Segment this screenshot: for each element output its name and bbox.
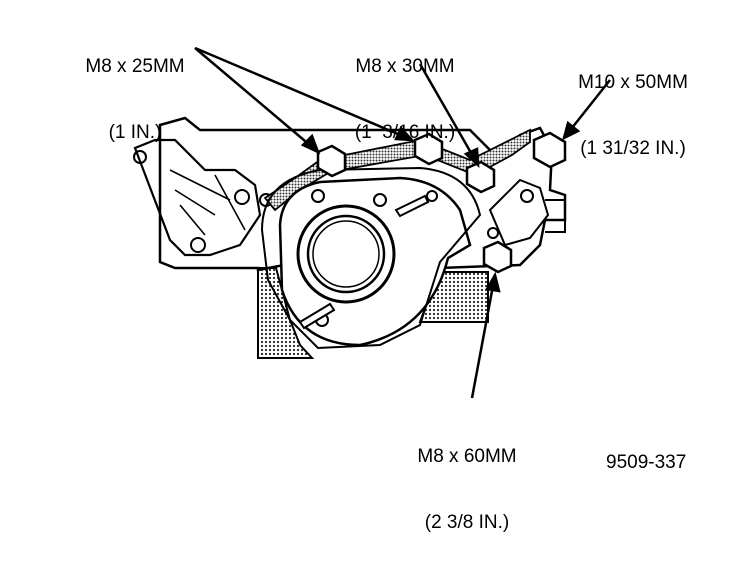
relief-valve-slot	[394, 194, 430, 218]
callout-inches: (1 3/16 IN.)	[354, 122, 456, 143]
callout-m8x30: M8 x 30MM (1 3/16 IN.)	[325, 12, 485, 166]
bolt-m8x60	[482, 240, 513, 274]
bracket-hole-lower	[190, 237, 206, 253]
pump-small-hole-4	[426, 190, 438, 202]
bracket-ribs	[169, 169, 246, 236]
pump-small-hole-1	[311, 189, 325, 203]
right-hole	[520, 189, 534, 203]
lower-shaded-housing	[257, 267, 315, 359]
left-mount-hole	[133, 150, 147, 164]
pump-rotor-inner	[306, 214, 386, 294]
bolt-m8x30-lower	[465, 160, 496, 194]
callout-m8x25: M8 x 25MM (1 IN.)	[60, 12, 210, 166]
callout-m8x60: M8 x 60MM (2 3/8 IN.)	[392, 402, 542, 556]
callout-inches: (2 3/8 IN.)	[424, 512, 510, 533]
callout-size: M8 x 30MM	[355, 56, 455, 77]
callout-m10x50: M10 x 50MM (1 31/32 IN.)	[548, 28, 718, 182]
relief-valve-slot-lower	[298, 302, 336, 330]
callout-inches: (1 31/32 IN.)	[580, 138, 686, 159]
bracket-hole-upper	[234, 189, 250, 205]
pump-gasket-ring	[260, 166, 482, 350]
bolt-m8x25	[316, 144, 347, 178]
right-hole-2	[487, 227, 499, 239]
left-bracket	[133, 138, 262, 257]
callout-size: M8 x 25MM	[85, 56, 185, 77]
leader-lines	[194, 46, 611, 399]
engine-block-outline	[158, 116, 567, 272]
right-tab	[545, 199, 566, 233]
bolt-m8x30-upper	[413, 132, 444, 166]
bolt-m10x50	[532, 131, 567, 169]
pump-small-hole-2	[373, 193, 387, 207]
callout-size: M10 x 50MM	[578, 72, 688, 93]
pump-rotor-core	[312, 220, 380, 288]
callout-inches: (1 IN.)	[108, 122, 162, 143]
right-bracket	[488, 178, 550, 247]
figure-id: 9509-337	[606, 452, 687, 473]
callout-size: M8 x 60MM	[417, 446, 517, 467]
